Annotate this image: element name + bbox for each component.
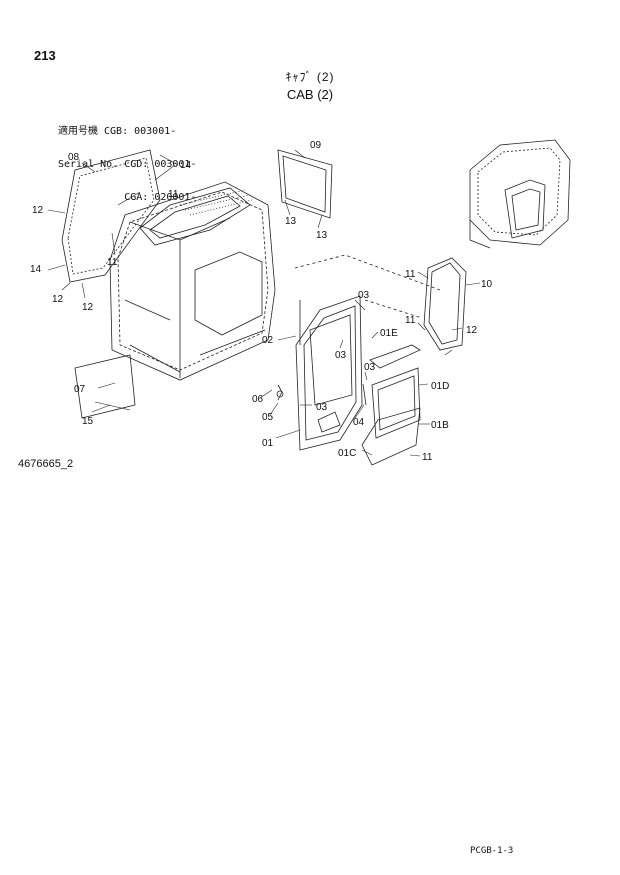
callout-label: 10 [481,279,493,290]
callout-label: 11 [405,269,416,280]
callout-label: 11 [405,315,416,326]
callout-label: 12 [52,294,64,305]
door-glass-upper [369,344,421,369]
callout-label: 11 [422,452,433,463]
drawing-number: 4676665_2 [18,458,74,470]
callout-label: 03 [335,350,347,361]
title-japanese: ｷｬﾌﾞ (2) [285,70,335,84]
callout-label: 01B [431,420,449,431]
serial-number-block: 適用号機 CGB: 003001- Serial No. CGD: 003001… [58,104,196,214]
front-glass-part [61,149,161,283]
serial-row: 適用号機 CGB: 003001- [58,126,177,137]
door-glass-middle [371,367,421,439]
callout-label: 06 [252,394,264,405]
door-glass-lower [361,407,421,466]
callout-label: 13 [316,230,328,241]
callout-label: 12 [466,325,478,336]
callout-label: 07 [74,384,86,395]
callout-label: 03 [364,362,376,373]
callout-label: 11 [168,189,179,200]
rear-glass-part [277,149,333,219]
side-glass-part [423,257,467,351]
callout-label: 04 [353,417,365,428]
serial-row: Serial No. CGD: 003001- [58,159,197,170]
callout-label: 13 [285,216,297,227]
callout-label: 03 [358,290,370,301]
callout-label: 05 [262,412,274,423]
callout-label: 01E [380,328,398,339]
callout-label: 14 [30,264,42,275]
callout-label: 14 [180,160,192,171]
callout-label: 02 [262,335,274,346]
callout-label: 15 [82,416,94,427]
leader-lines [47,149,481,457]
callout-label: 09 [310,140,322,151]
title-english: CAB (2) [286,87,334,102]
callout-label: 01 [262,438,274,449]
callout-label: 01C [338,448,356,459]
serial-row: CGA: 020001- [58,192,197,203]
callout-label: 12 [32,205,44,216]
footer-code: PCGB-1-3 [470,846,514,856]
callout-label: 11 [107,257,118,268]
callout-label: 08 [68,152,80,163]
callout-labels: 08 14 11 12 11 14 12 12 09 13 13 11 10 1… [30,140,493,463]
cab-frame [109,181,276,381]
page-number: 213 [34,48,56,63]
callout-label: 12 [82,302,94,313]
cab-reference-view [469,139,571,249]
callout-label: 01D [431,381,449,392]
cover-plate-part [74,354,136,419]
front-glass-inner [67,157,155,275]
callout-label: 03 [316,402,328,413]
door-assembly [295,295,363,451]
